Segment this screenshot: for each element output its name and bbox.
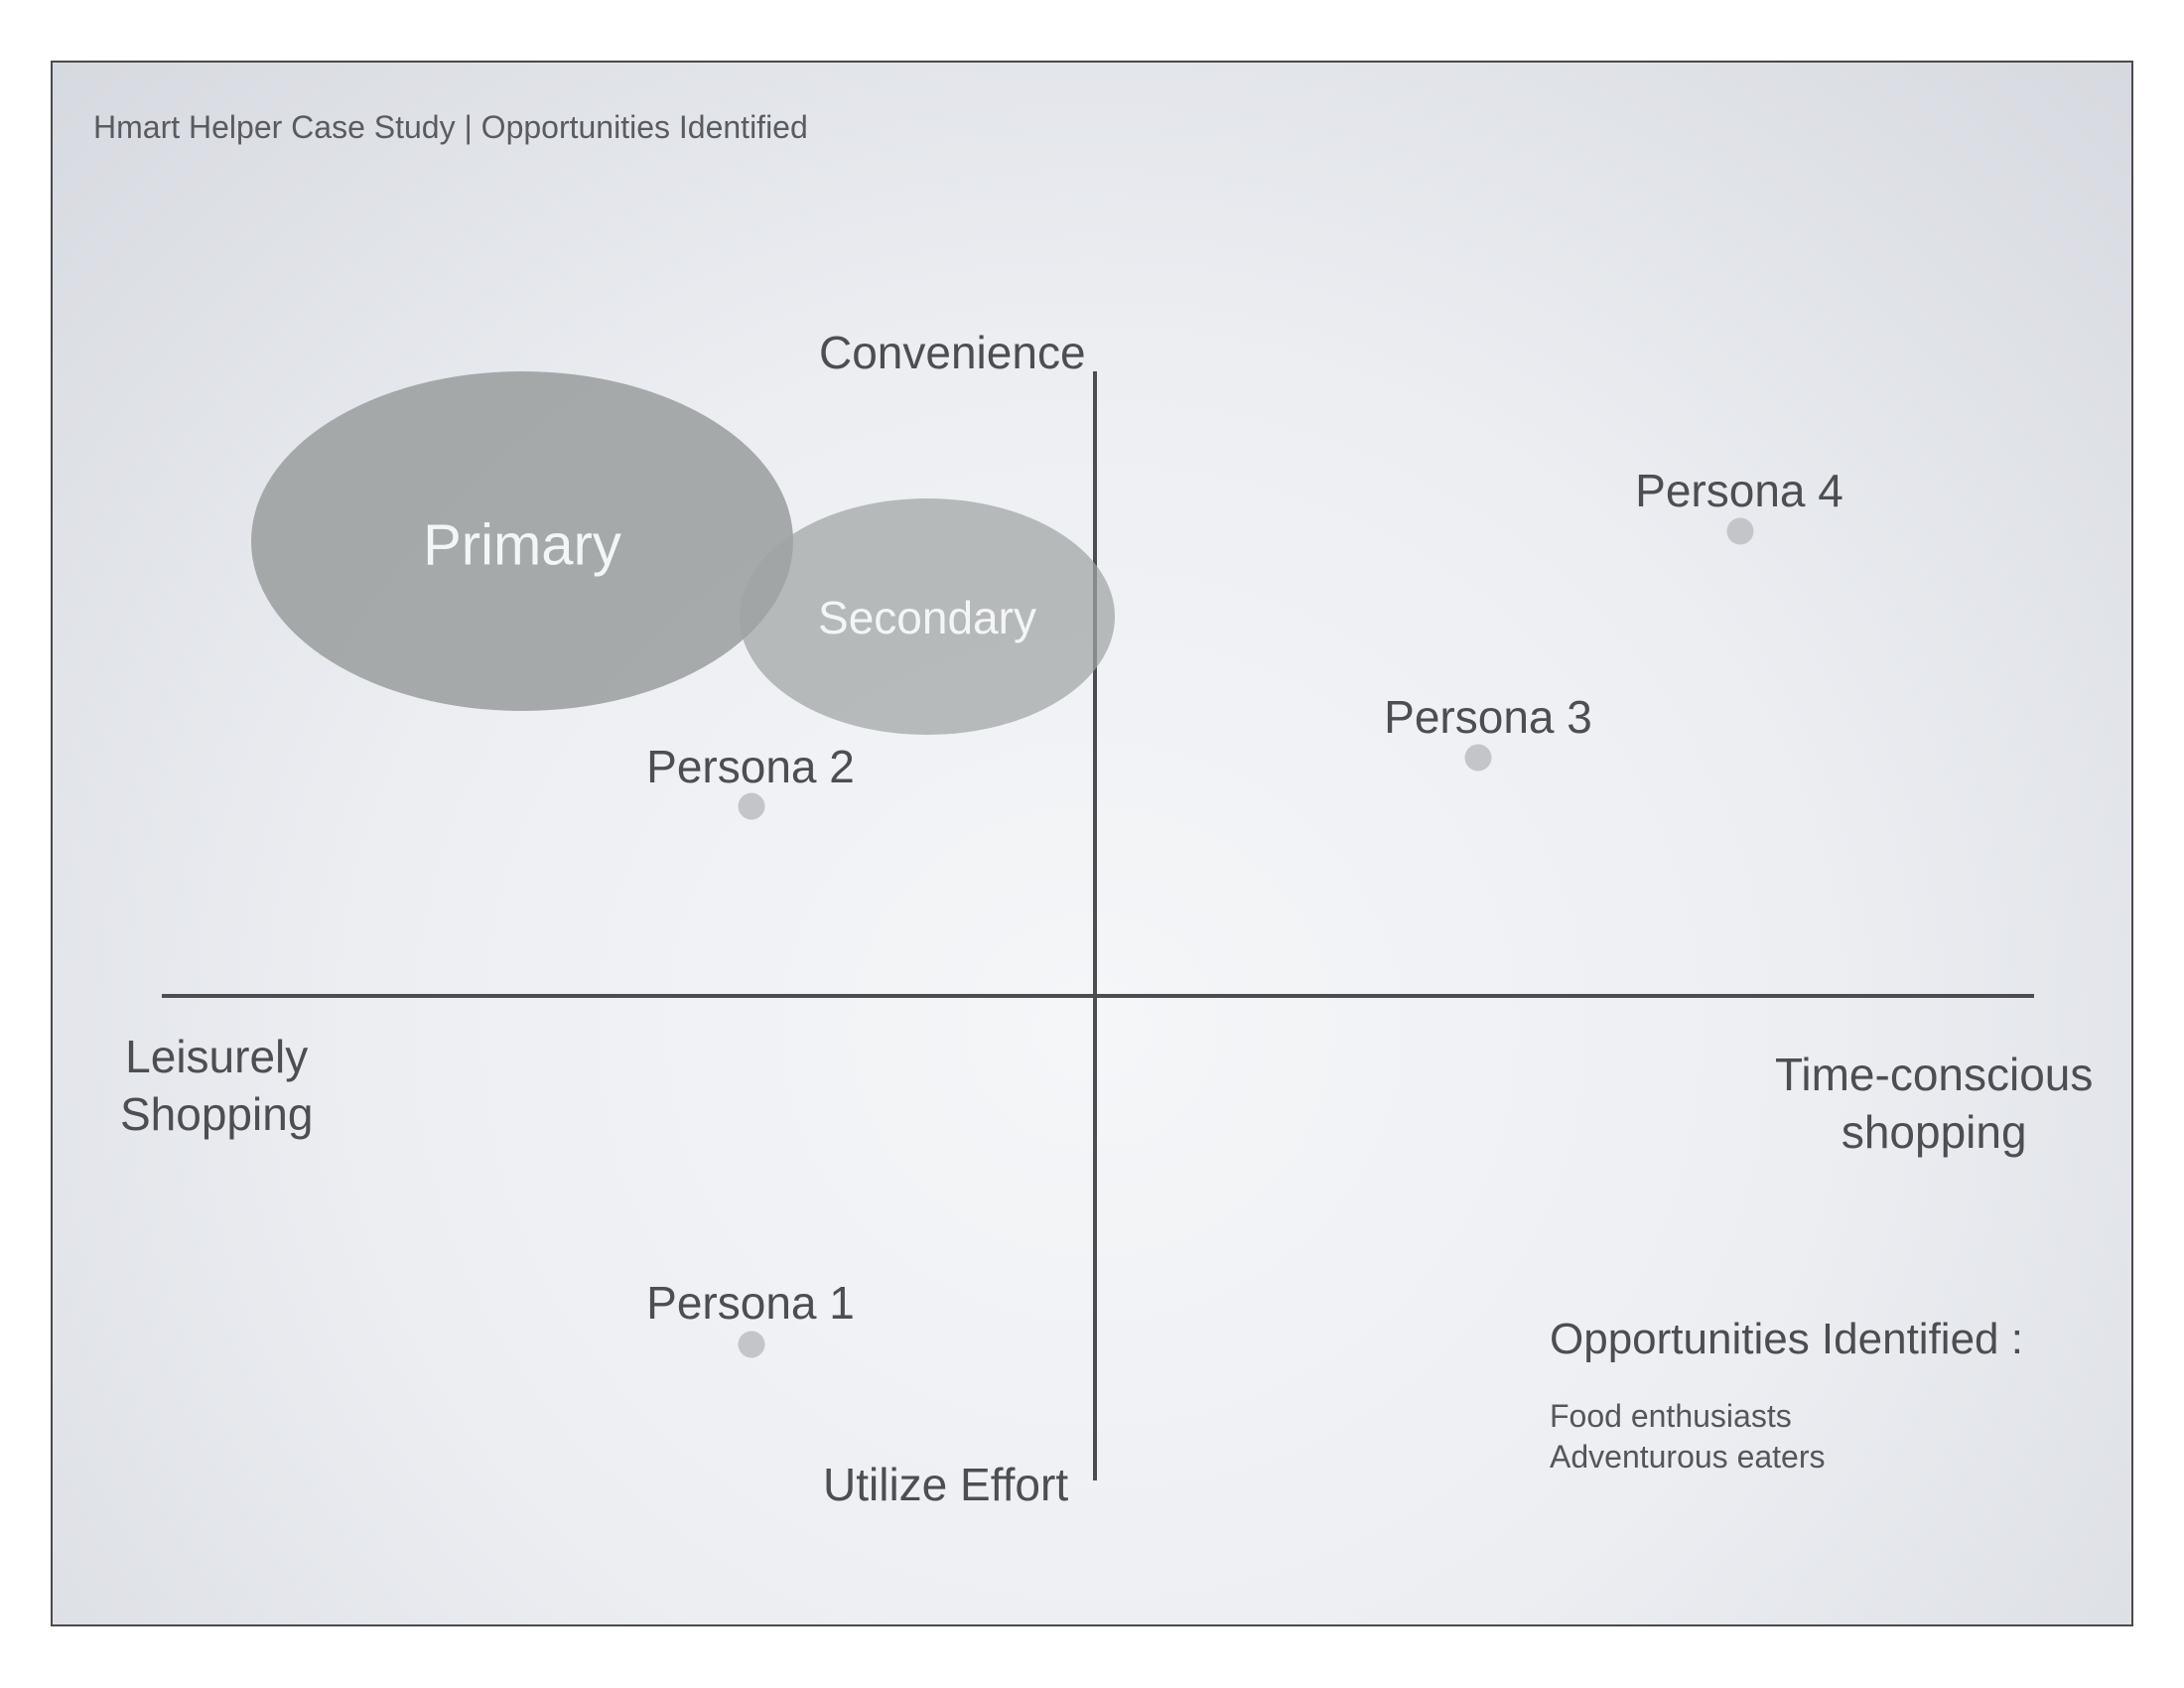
axis-label-left: Leisurely Shopping	[120, 1028, 313, 1143]
opportunity-item: Food enthusiasts	[1550, 1398, 1792, 1434]
persona-3-dot	[1464, 744, 1492, 772]
persona-1-dot	[738, 1331, 765, 1358]
secondary-segment-ellipse	[740, 498, 1115, 735]
persona-4-dot	[1726, 517, 1754, 545]
axis-label-left-line2: Shopping	[120, 1088, 314, 1140]
persona-3-label: Persona 3	[1384, 691, 1592, 743]
persona-2-dot	[738, 792, 765, 820]
primary-segment-label: Primary	[423, 512, 621, 578]
opportunity-item: Adventurous eaters	[1550, 1439, 1826, 1475]
axis-label-top: Convenience	[819, 327, 1086, 378]
axis-label-right-line2: shopping	[1841, 1106, 2027, 1158]
opportunities-title: Opportunities Identified :	[1550, 1315, 2023, 1363]
vertical-axis	[1093, 371, 1097, 1480]
diagram-slide: Hmart Helper Case Study | Opportunities …	[51, 61, 2133, 1626]
secondary-segment-label: Secondary	[818, 592, 1036, 643]
persona-4-label: Persona 4	[1635, 465, 1843, 516]
slide-title: Hmart Helper Case Study | Opportunities …	[93, 109, 808, 145]
axis-label-bottom: Utilize Effort	[823, 1459, 1069, 1510]
axis-label-left-line1: Leisurely	[125, 1031, 309, 1082]
axis-label-right-line1: Time-conscious	[1775, 1049, 2094, 1100]
horizontal-axis	[162, 994, 2034, 998]
persona-1-label: Persona 1	[646, 1277, 855, 1329]
axis-label-right: Time-conscious shopping	[1775, 1046, 2093, 1161]
persona-2-label: Persona 2	[646, 741, 855, 792]
primary-segment-ellipse	[251, 371, 793, 711]
